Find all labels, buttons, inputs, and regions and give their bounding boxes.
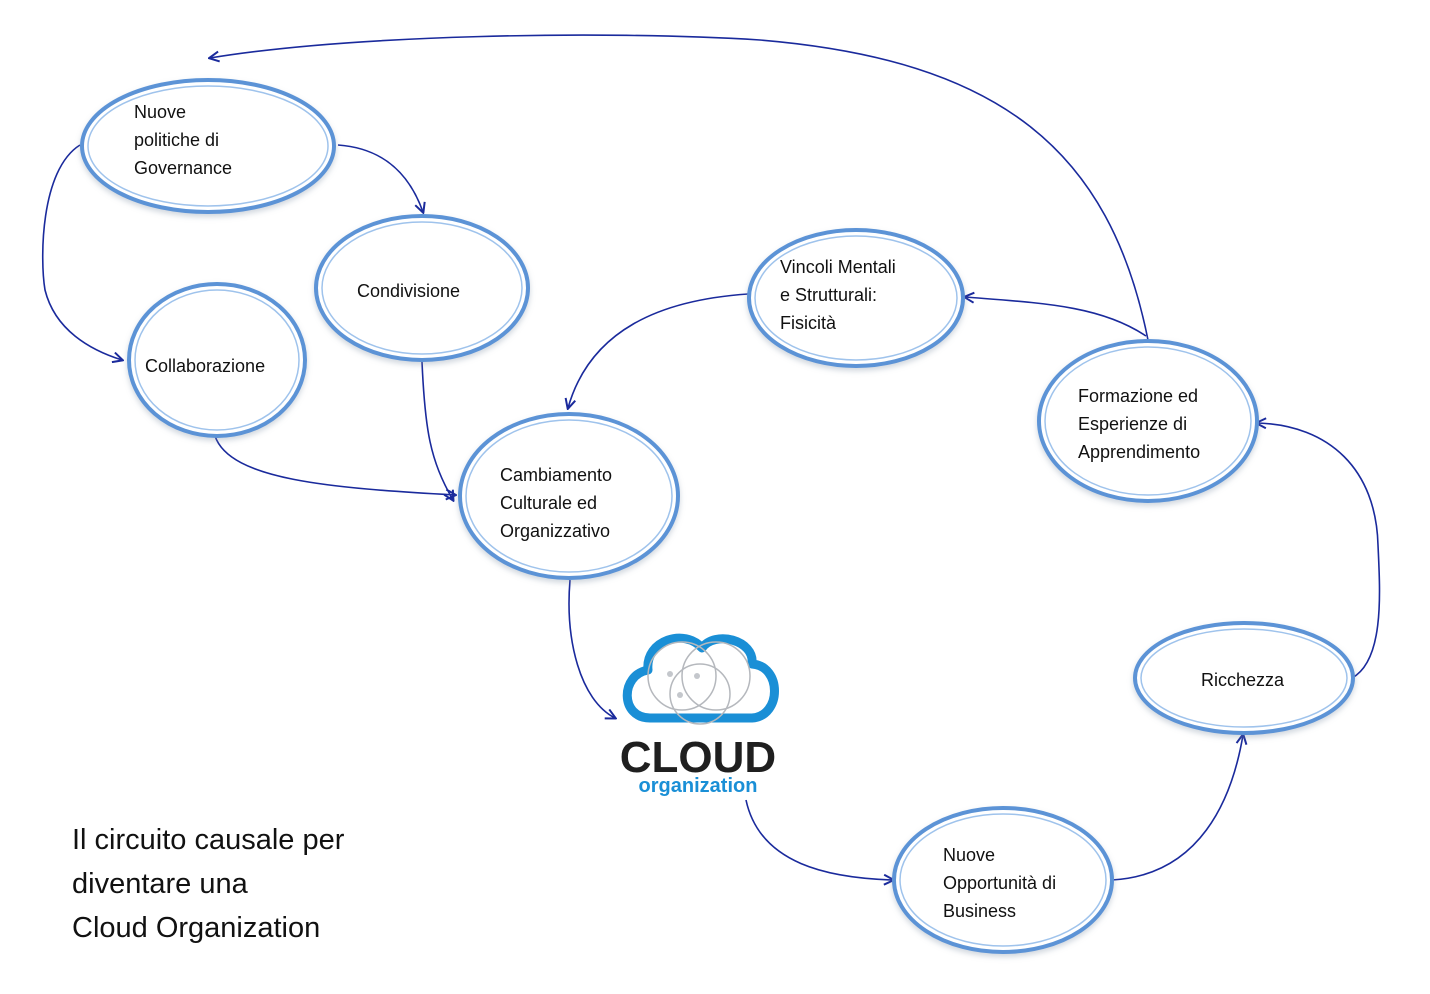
node-ricchezza-label: Ricchezza [1201, 670, 1285, 690]
caption-line-2: diventare una [72, 868, 248, 900]
node-cambiamento-label: Cambiamento Culturale ed Organizzativo [500, 465, 617, 541]
arrow-collaborazione-to-cambiamento [214, 435, 455, 495]
node-governance [80, 78, 336, 214]
arrow-vincoli-to-cambiamento [568, 293, 749, 408]
node-formazione [1037, 339, 1259, 503]
node-governance-label: Nuove politiche di Governance [134, 102, 232, 178]
node-ricchezza [1133, 621, 1355, 735]
arrow-cambiamento-to-cloud [568, 579, 615, 718]
diagram-caption: Il circuito causale per diventare una Cl… [72, 818, 492, 950]
cloud-organization-logo: CLOUD organization [620, 633, 779, 797]
arrow-formazione-to-governance [210, 34, 1149, 341]
arrow-governance-to-collaborazione [41, 144, 122, 360]
node-vincoli [747, 228, 965, 368]
node-collaborazione-label: Collaborazione [145, 356, 265, 376]
node-condivisione-label: Condivisione [357, 281, 460, 301]
caption-line-3: Cloud Organization [72, 912, 321, 944]
arrow-governance-to-condivisione [337, 144, 423, 212]
node-formazione-label: Formazione ed Esperienze di Apprendiment… [1078, 386, 1203, 462]
arrows [41, 34, 1381, 881]
cloud-icon [622, 633, 779, 725]
node-collaborazione [127, 282, 307, 438]
node-opportunita [892, 806, 1114, 954]
node-opportunita-label: Nuove Opportunità di Business [943, 845, 1061, 921]
node-cambiamento [458, 412, 680, 580]
arrow-ricchezza-to-formazione [1257, 423, 1381, 679]
arrow-cloud-to-opportunita [745, 799, 893, 880]
arrow-formazione-to-vincoli [965, 297, 1147, 337]
logo-title: CLOUD [620, 733, 776, 782]
node-vincoli-label: Vincoli Mentali e Strutturali: Fisicità [780, 257, 901, 333]
arrow-opportunita-to-ricchezza [1111, 735, 1243, 881]
arrow-condivisione-to-cambiamento [421, 361, 453, 500]
node-condivisione [314, 214, 530, 362]
caption-line-1: Il circuito causale per [72, 824, 345, 856]
logo-subtitle: organization [639, 775, 758, 797]
